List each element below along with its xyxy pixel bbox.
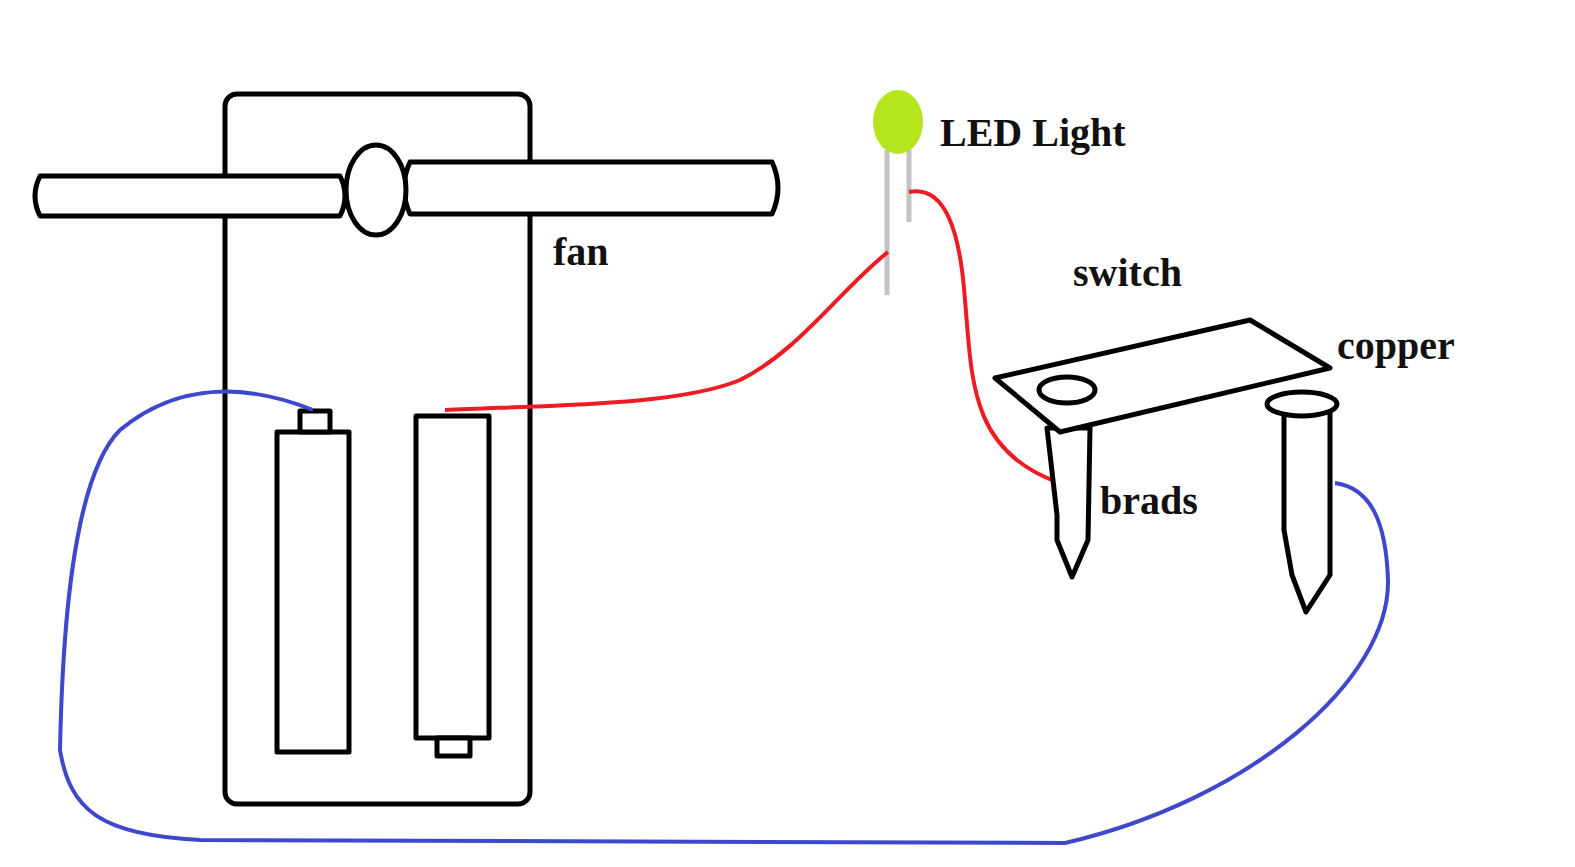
brad — [1284, 410, 1330, 612]
battery — [277, 432, 349, 752]
copper-label: copper — [1337, 326, 1455, 366]
led-lead — [885, 150, 890, 295]
led-lead — [907, 150, 912, 222]
led-label: LED Light — [940, 113, 1126, 153]
brad — [1047, 428, 1090, 577]
fan-blade — [35, 176, 345, 216]
brad-head — [1267, 392, 1337, 416]
red-wire — [909, 191, 1057, 482]
fan-hub — [346, 145, 406, 235]
battery — [416, 416, 489, 738]
switch-label: switch — [1073, 253, 1182, 293]
switch-hole — [1039, 377, 1095, 403]
battery-terminal — [300, 411, 330, 432]
led-bulb — [873, 90, 923, 154]
red-wire — [445, 252, 888, 410]
fan-label: fan — [553, 232, 609, 272]
blue-wire — [60, 392, 1388, 843]
battery-terminal — [437, 738, 470, 756]
brads-label: brads — [1100, 481, 1198, 521]
fan-blade — [404, 162, 778, 214]
